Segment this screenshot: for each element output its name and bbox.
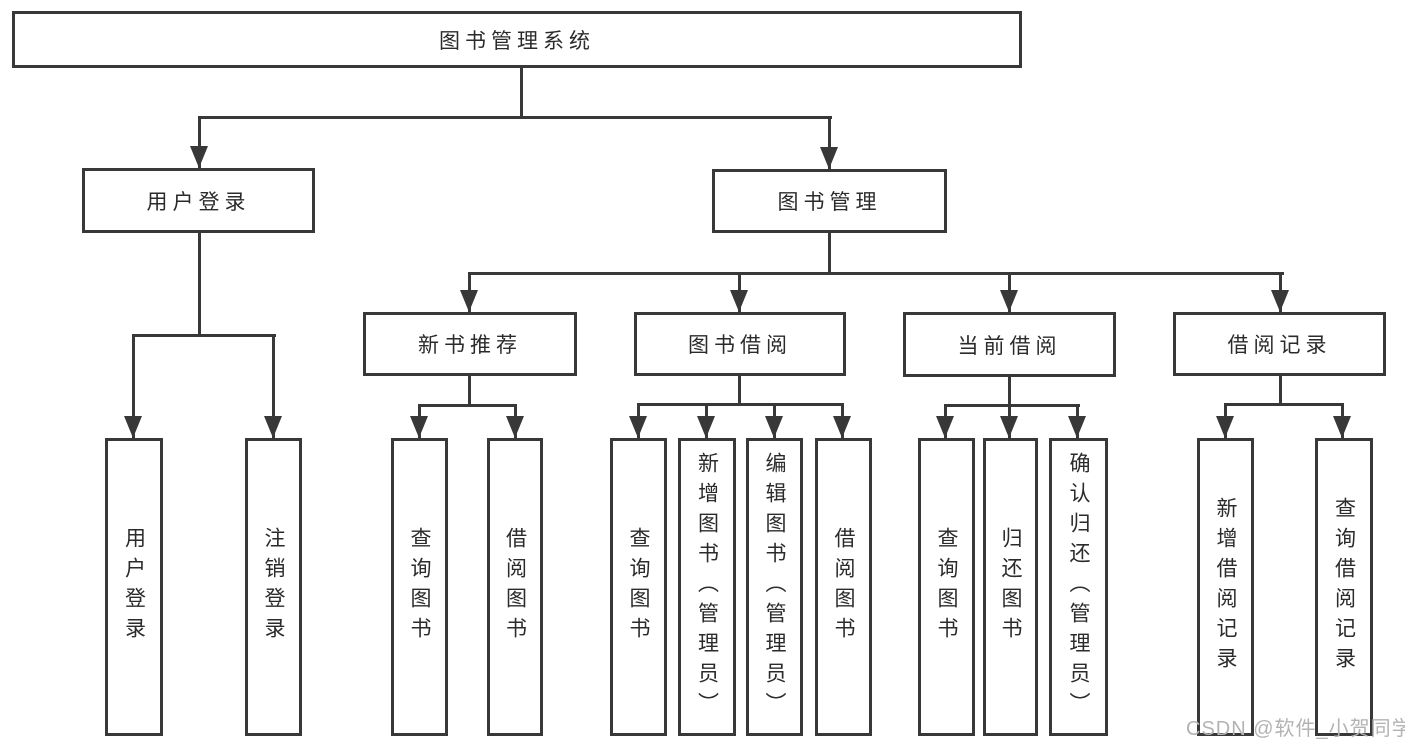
connector-line <box>1224 403 1344 406</box>
leaf-borrow-add-books-admin: 新增图书（管理员） <box>678 438 736 736</box>
node-label: 用户登录 <box>122 527 146 647</box>
node-label: 借阅图书 <box>503 527 527 647</box>
node-label: 借阅图书 <box>832 527 855 647</box>
leaf-records-add-borrow-record: 新增借阅记录 <box>1197 438 1254 736</box>
arrow-down-icon <box>264 416 282 438</box>
connector-line <box>520 66 523 119</box>
connector-line <box>418 404 517 407</box>
connector-line <box>944 404 1080 407</box>
connector-line <box>132 334 135 438</box>
leaf-recommend-borrow-books: 借阅图书 <box>487 438 543 736</box>
arrow-down-icon <box>1271 290 1289 312</box>
node-label: 新增借阅记录 <box>1214 497 1237 677</box>
arrow-down-icon <box>506 416 524 438</box>
node-borrowing-records: 借阅记录 <box>1173 312 1386 376</box>
connector-line <box>637 403 844 406</box>
connector-line <box>1008 375 1011 407</box>
leaf-current-confirm-return-admin: 确认归还（管理员） <box>1049 438 1108 736</box>
connector-line <box>132 334 276 337</box>
node-book-borrowing: 图书借阅 <box>634 312 846 376</box>
node-label: 查询图书 <box>408 527 431 647</box>
connector-line <box>198 231 201 337</box>
arrow-down-icon <box>697 416 715 438</box>
arrow-down-icon <box>1216 416 1234 438</box>
arrow-down-icon <box>765 416 783 438</box>
arrow-down-icon <box>833 416 851 438</box>
arrow-down-icon <box>629 416 647 438</box>
leaf-recommend-query-books: 查询图书 <box>391 438 448 736</box>
node-label: 新书推荐 <box>418 334 522 357</box>
leaf-borrow-edit-books-admin: 编辑图书（管理员） <box>746 438 803 736</box>
connector-line <box>468 272 1284 275</box>
arrow-down-icon <box>124 416 142 438</box>
connector-line <box>828 116 831 169</box>
leaf-user-login: 用户登录 <box>105 438 163 736</box>
arrow-down-icon <box>1000 416 1018 438</box>
arrow-down-icon <box>410 416 428 438</box>
node-label: 当前借阅 <box>957 334 1062 358</box>
node-label: 确认归还（管理员） <box>1067 452 1090 722</box>
leaf-borrow-borrow-books: 借阅图书 <box>815 438 872 736</box>
watermark-text: CSDN @软件_小贺同学 <box>1186 718 1405 740</box>
arrow-down-icon <box>936 416 954 438</box>
node-new-book-recommendation: 新书推荐 <box>363 312 577 376</box>
node-label: 用户登录 <box>146 190 251 214</box>
node-label: 归还图书 <box>999 527 1022 647</box>
node-user-login: 用户登录 <box>82 168 315 233</box>
arrow-down-icon <box>1000 290 1018 312</box>
leaf-current-return-books: 归还图书 <box>983 438 1038 736</box>
node-label: 编辑图书（管理员） <box>763 452 786 722</box>
connector-line <box>468 374 471 407</box>
arrow-down-icon <box>820 147 838 169</box>
leaf-records-query-borrow-record: 查询借阅记录 <box>1315 438 1373 736</box>
arrow-down-icon <box>1068 416 1086 438</box>
node-label: 借阅记录 <box>1227 334 1332 357</box>
leaf-logout: 注销登录 <box>245 438 302 736</box>
connector-line <box>272 334 275 438</box>
arrow-down-icon <box>730 290 748 312</box>
node-label: 查询图书 <box>627 527 650 647</box>
leaf-borrow-query-books: 查询图书 <box>610 438 667 736</box>
node-root: 图书管理系统 <box>12 11 1022 68</box>
connector-line <box>198 116 832 119</box>
node-book-management: 图书管理 <box>712 169 947 233</box>
arrow-down-icon <box>190 146 208 168</box>
connector-line <box>198 116 201 168</box>
leaf-current-query-books: 查询图书 <box>918 438 975 736</box>
connector-line <box>828 231 831 275</box>
node-label: 图书管理系统 <box>439 29 595 53</box>
node-label: 查询借阅记录 <box>1332 497 1356 677</box>
node-label: 新增图书（管理员） <box>695 452 719 722</box>
arrow-down-icon <box>1333 416 1351 438</box>
connector-line <box>1279 374 1282 406</box>
node-label: 查询图书 <box>935 527 958 647</box>
connector-line <box>738 374 741 406</box>
node-current-borrowing: 当前借阅 <box>903 312 1116 377</box>
node-label: 注销登录 <box>262 527 285 647</box>
arrow-down-icon <box>460 290 478 312</box>
node-label: 图书借阅 <box>688 334 792 357</box>
node-label: 图书管理 <box>777 191 882 214</box>
